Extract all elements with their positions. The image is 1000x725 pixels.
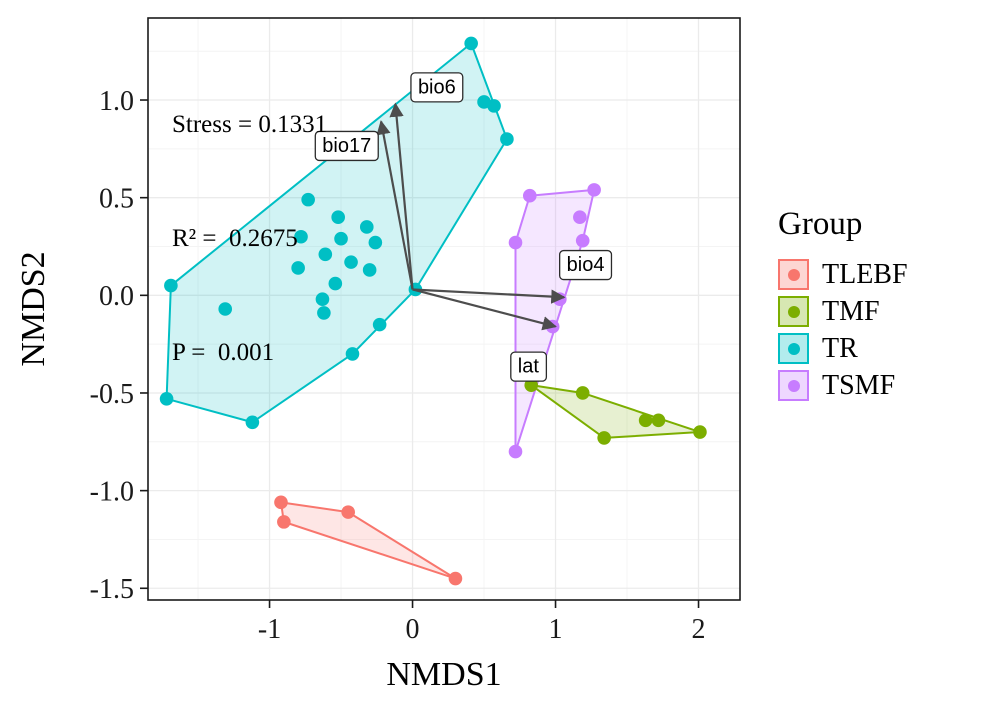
point-tsmf	[553, 292, 567, 307]
legend-dot-icon	[787, 379, 800, 392]
legend-key-icon	[778, 296, 809, 327]
legend-item-tlebf: TLEBF	[778, 257, 908, 292]
vector-lat	[412, 288, 557, 331]
point-tmf	[597, 431, 611, 445]
point-tr	[331, 210, 345, 225]
legend-item-label: TMF	[822, 295, 880, 327]
point-tlebf	[274, 495, 288, 510]
legend-items: TLEBF TMF TR TSMF	[778, 257, 908, 403]
point-tr	[328, 276, 343, 291]
y-tick-label: -1.0	[90, 476, 134, 507]
legend-item-label: TSMF	[822, 369, 896, 401]
y-tick-label: 1.0	[99, 86, 134, 117]
svg-text:lat: lat	[518, 356, 540, 378]
plot-panel	[148, 18, 740, 600]
y-tick-label: 0.0	[99, 281, 134, 312]
point-tlebf	[341, 505, 355, 519]
point-tmf	[575, 386, 590, 400]
point-tr	[218, 302, 233, 316]
point-tr	[294, 229, 308, 244]
x-tick-label: 0	[406, 614, 420, 645]
legend-dot-icon	[787, 305, 800, 318]
point-tr	[159, 392, 174, 406]
legend-key-icon	[778, 370, 809, 401]
x-tick-label: -1	[258, 614, 281, 645]
legend-title: Group	[778, 206, 863, 242]
point-tr	[500, 132, 514, 146]
legend-dot-icon	[787, 268, 800, 281]
y-tick-label: 0.5	[99, 183, 134, 214]
vector-label-lat: lat	[510, 351, 548, 382]
legend-key-icon	[778, 259, 809, 290]
stress-annotation: Stress = 0.1331	[172, 111, 328, 138]
point-tr	[317, 306, 331, 320]
p-annotation: P = 0.001	[172, 339, 275, 366]
point-tr	[245, 415, 260, 430]
legend-item-tsmf: TSMF	[778, 368, 908, 403]
y-axis-title: NMDS2	[15, 251, 52, 367]
point-tsmf	[587, 183, 601, 197]
point-tr	[334, 231, 348, 246]
r2-annotation: R² = 0.2675	[172, 225, 298, 252]
vector-bio6	[389, 102, 414, 290]
legend: Group TLEBF TMF TR TSMF	[778, 206, 908, 405]
legend-item-label: TR	[822, 332, 858, 364]
point-tr	[359, 220, 374, 234]
x-tick-label: 1	[549, 614, 563, 645]
legend-item-tmf: TMF	[778, 294, 908, 329]
y-tick-label: -1.5	[90, 574, 134, 605]
point-tr	[362, 263, 377, 277]
point-tsmf	[508, 235, 523, 250]
vector-bio4	[412, 288, 566, 304]
vector-label-bio4: bio4	[559, 249, 613, 281]
vector-bio17	[376, 120, 414, 290]
x-axis-title: NMDS1	[386, 656, 502, 693]
point-tr	[164, 278, 178, 293]
y-tick-label: -0.5	[90, 379, 134, 410]
vector-label-bio6: bio6	[410, 72, 464, 103]
svg-text:bio17: bio17	[322, 135, 371, 157]
svg-text:bio4: bio4	[567, 254, 605, 276]
point-tmf	[638, 413, 653, 428]
point-tr	[291, 261, 305, 275]
point-tlebf	[277, 515, 291, 529]
point-tr	[345, 347, 360, 361]
x-tick-label: 2	[692, 614, 706, 645]
point-tsmf	[575, 233, 590, 248]
legend-key-icon	[778, 333, 809, 364]
point-tsmf	[573, 210, 587, 225]
panel-border	[147, 17, 741, 601]
stats-annotation: Stress = 0.1331 R² = 0.2675 P = 0.001	[172, 30, 327, 448]
point-tlebf	[448, 571, 463, 586]
svg-text:bio6: bio6	[418, 76, 456, 98]
legend-dot-icon	[787, 342, 800, 355]
point-tr	[372, 317, 387, 332]
point-tmf	[693, 425, 707, 439]
hull-tr	[165, 42, 508, 424]
point-tr	[487, 99, 501, 113]
vector-label-bio17: bio17	[314, 130, 379, 162]
point-tmf	[651, 413, 666, 428]
point-tr	[318, 247, 333, 262]
legend-item-label: TLEBF	[822, 258, 908, 290]
point-tr	[315, 292, 330, 307]
point-tsmf	[522, 188, 537, 203]
point-tr	[464, 36, 478, 51]
point-tr	[344, 255, 358, 269]
point-tr	[301, 192, 315, 207]
point-tsmf	[508, 444, 523, 459]
point-tr	[368, 235, 383, 250]
legend-item-tr: TR	[778, 331, 908, 366]
